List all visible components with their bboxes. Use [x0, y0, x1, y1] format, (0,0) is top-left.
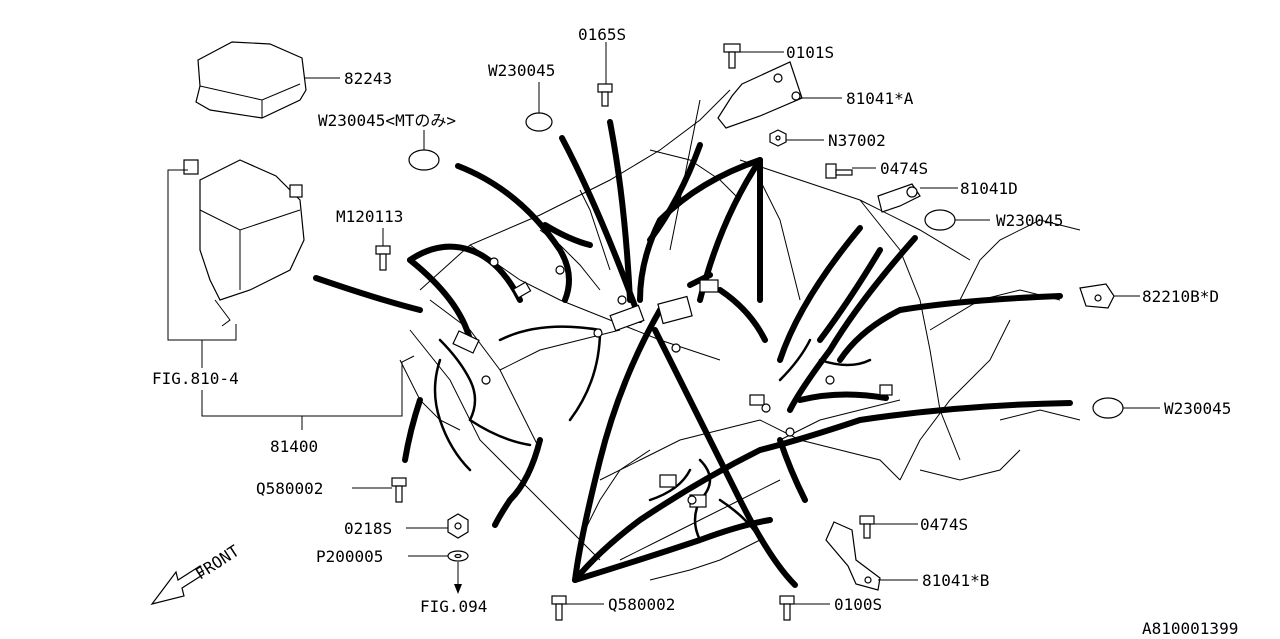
- bolt-q580002-bottom[interactable]: [551, 595, 567, 621]
- label-0474s-bottom[interactable]: 0474S: [920, 515, 968, 534]
- part-82243-cover[interactable]: [195, 41, 307, 119]
- part-fuse-box[interactable]: [183, 159, 305, 327]
- label-n37002[interactable]: N37002: [828, 131, 886, 150]
- connectors: [452, 257, 893, 508]
- leader-lines: [167, 42, 1160, 605]
- label-0218s[interactable]: 0218S: [344, 519, 392, 538]
- label-81041-a[interactable]: 81041*A: [846, 89, 914, 108]
- grommet-w230045-mt[interactable]: [408, 149, 440, 171]
- part-bracket-81041-d[interactable]: [877, 183, 921, 213]
- label-82210b-d[interactable]: 82210B*D: [1142, 287, 1219, 306]
- fasteners: [375, 43, 875, 621]
- nut-n37002[interactable]: [769, 129, 787, 147]
- label-0474s-top[interactable]: 0474S: [880, 159, 928, 178]
- label-0101s[interactable]: 0101S: [786, 43, 834, 62]
- part-clip-82210b-d[interactable]: [1079, 283, 1115, 309]
- part-bracket-81041-b[interactable]: [825, 521, 881, 591]
- label-0165s[interactable]: 0165S: [578, 25, 626, 44]
- bolt-q580002-left[interactable]: [391, 477, 407, 503]
- bolt-0100s[interactable]: [779, 595, 795, 621]
- wiring-harness: [313, 119, 1073, 588]
- nut-0218s[interactable]: [447, 513, 469, 539]
- label-w230045-b[interactable]: W230045: [996, 211, 1063, 230]
- grommets: [408, 112, 1124, 419]
- bolt-m120113[interactable]: [375, 245, 391, 271]
- label-81400[interactable]: 81400: [270, 437, 318, 456]
- label-fig-094[interactable]: FIG.094: [420, 597, 487, 616]
- washer-p200005[interactable]: [447, 550, 469, 562]
- label-p200005[interactable]: P200005: [316, 547, 383, 566]
- bolt-0101s[interactable]: [723, 43, 741, 69]
- front-arrow-icon: FRONT: [150, 541, 243, 605]
- bolt-0165s[interactable]: [597, 83, 613, 107]
- label-0100s[interactable]: 0100S: [834, 595, 882, 614]
- small-wires: [433, 325, 872, 542]
- bolt-0474s-top[interactable]: [825, 163, 853, 179]
- front-label: FRONT: [192, 541, 243, 583]
- label-q580002-bottom[interactable]: Q580002: [608, 595, 675, 614]
- drawing-number: A810001399: [1142, 619, 1238, 638]
- bolt-0474s-bottom[interactable]: [859, 515, 875, 539]
- grommet-w230045-a[interactable]: [525, 112, 553, 132]
- label-fig-810-4[interactable]: FIG.810-4: [152, 369, 239, 388]
- grommet-w230045-c[interactable]: [1092, 397, 1124, 419]
- part-bracket-81041-a[interactable]: [717, 61, 803, 129]
- label-w230045-mt[interactable]: W230045<MTのみ>: [318, 111, 456, 130]
- label-q580002-left[interactable]: Q580002: [256, 479, 323, 498]
- label-82243[interactable]: 82243: [344, 69, 392, 88]
- grommet-w230045-b[interactable]: [924, 209, 956, 231]
- label-m120113[interactable]: M120113: [336, 207, 403, 226]
- part-labels: 82243 0165S 0101S W230045 81041*A W23004…: [152, 25, 1238, 638]
- body-structure: [399, 89, 1081, 581]
- label-81041d[interactable]: 81041D: [960, 179, 1018, 198]
- label-81041-b[interactable]: 81041*B: [922, 571, 989, 590]
- label-w230045-a[interactable]: W230045: [488, 61, 555, 80]
- label-w230045-c[interactable]: W230045: [1164, 399, 1231, 418]
